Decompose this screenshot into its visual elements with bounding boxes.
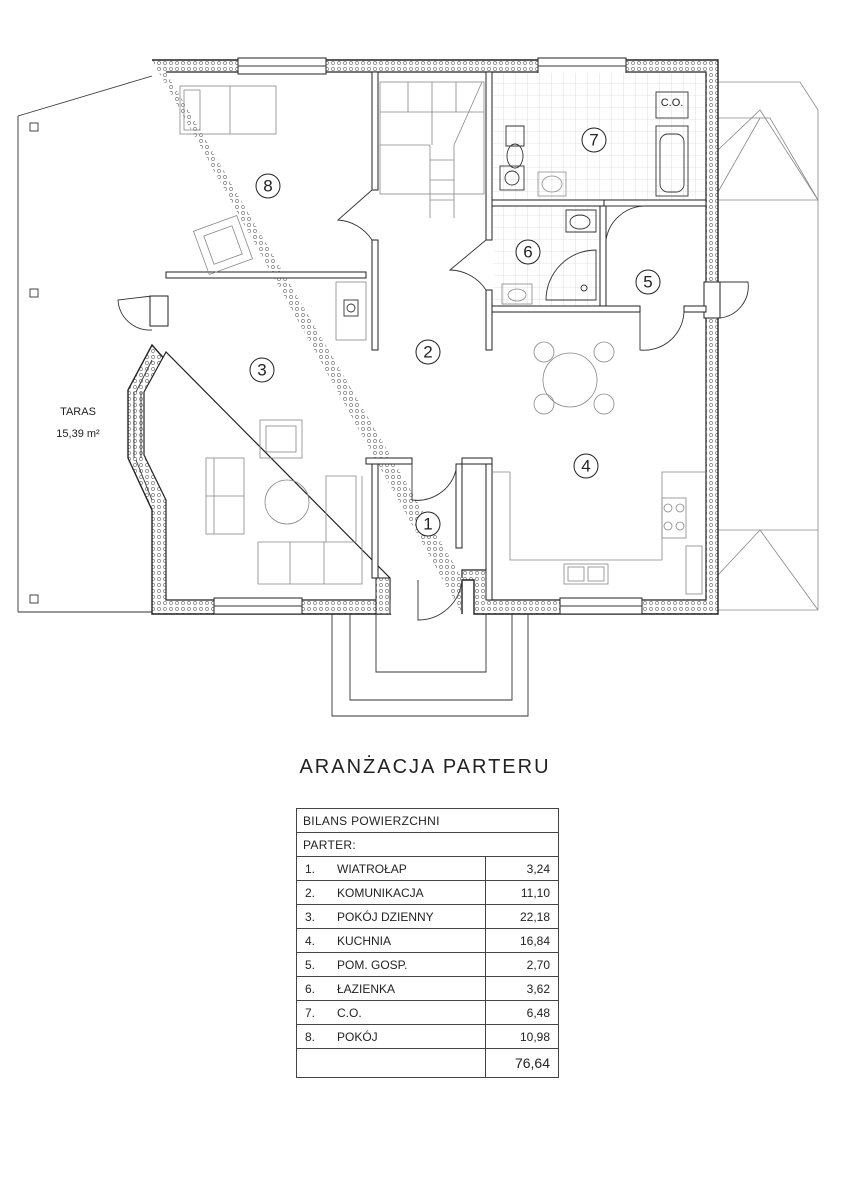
staircase (379, 81, 485, 218)
table-row: 8. POKÓJ 10,98 (296, 1024, 559, 1049)
total-area: 76,64 (485, 1048, 559, 1078)
terrace: TARAS 15,39 m² (17, 75, 153, 613)
row-number: 3. (296, 904, 335, 929)
table-row: 7. C.O. 6,48 (296, 1000, 559, 1025)
sanitary-fixtures: C.O. (499, 91, 689, 305)
row-name: POM. GOSP. (335, 952, 486, 977)
room-markers: 1 2 3 4 5 6 7 8 (249, 127, 661, 537)
row-area: 22,18 (485, 904, 559, 929)
tiled-floor-bathroom (493, 207, 599, 305)
table-row: 2. KOMUNIKACJA 11,10 (296, 880, 559, 905)
room-number-4: 4 (581, 457, 590, 476)
internal-walls (165, 71, 707, 601)
table-row: 5. POM. GOSP. 2,70 (296, 952, 559, 977)
room-number-1: 1 (423, 515, 432, 534)
row-area: 2,70 (485, 952, 559, 977)
room-number-2: 2 (423, 343, 432, 362)
bed (179, 85, 277, 135)
row-area: 3,24 (485, 856, 559, 881)
table-header-row: BILANS POWIERZCHNI (296, 808, 559, 833)
row-number: 8. (296, 1024, 335, 1049)
row-name: C.O. (335, 1000, 486, 1025)
room-number-6: 6 (523, 243, 532, 262)
total-spacer (296, 1048, 486, 1078)
area-table: BILANS POWIERZCHNI PARTER: 1. WIATROŁAP … (296, 808, 559, 1078)
row-name: POKÓJ DZIENNY (335, 904, 486, 929)
row-name: WIATROŁAP (335, 856, 486, 881)
terrace-label: TARAS (60, 406, 96, 418)
adjacent-structure (717, 81, 819, 611)
terrace-area: 15,39 m² (56, 428, 100, 440)
row-area: 3,62 (485, 976, 559, 1001)
dining-table (533, 341, 615, 415)
table-total-row: 76,64 (296, 1048, 559, 1078)
row-area: 16,84 (485, 928, 559, 953)
row-number: 1. (296, 856, 335, 881)
kitchen-counter (492, 471, 706, 595)
table-row: 3. POKÓJ DZIENNY 22,18 (296, 904, 559, 929)
row-area: 11,10 (485, 880, 559, 905)
room-number-8: 8 (263, 177, 272, 196)
doors (117, 189, 749, 621)
room-number-5: 5 (643, 273, 652, 292)
living-room-furniture (205, 281, 367, 585)
table-row: 4. KUCHNIA 16,84 (296, 928, 559, 953)
row-name: POKÓJ (335, 1024, 486, 1049)
row-name: KUCHNIA (335, 928, 486, 953)
armchair-bedroom (193, 215, 253, 275)
row-number: 7. (296, 1000, 335, 1025)
row-name: KOMUNIKACJA (335, 880, 486, 905)
row-number: 6. (296, 976, 335, 1001)
row-number: 2. (296, 880, 335, 905)
entrance-porch (331, 614, 529, 717)
row-area: 6,48 (485, 1000, 559, 1025)
row-number: 4. (296, 928, 335, 953)
floor-plan: TARAS 15,39 m² (17, 57, 819, 717)
row-area: 10,98 (485, 1024, 559, 1049)
row-number: 5. (296, 952, 335, 977)
co-label: C.O. (661, 97, 684, 109)
plan-title: ARANŻACJA PARTERU (299, 756, 551, 778)
table-header: BILANS POWIERZCHNI (296, 808, 559, 833)
table-section-row: PARTER: (296, 832, 559, 857)
row-name: ŁAZIENKA (335, 976, 486, 1001)
table-row: 1. WIATROŁAP 3,24 (296, 856, 559, 881)
table-section: PARTER: (296, 832, 559, 857)
table-row: 6. ŁAZIENKA 3,62 (296, 976, 559, 1001)
room-number-3: 3 (257, 361, 266, 380)
room-number-7: 7 (589, 131, 598, 150)
